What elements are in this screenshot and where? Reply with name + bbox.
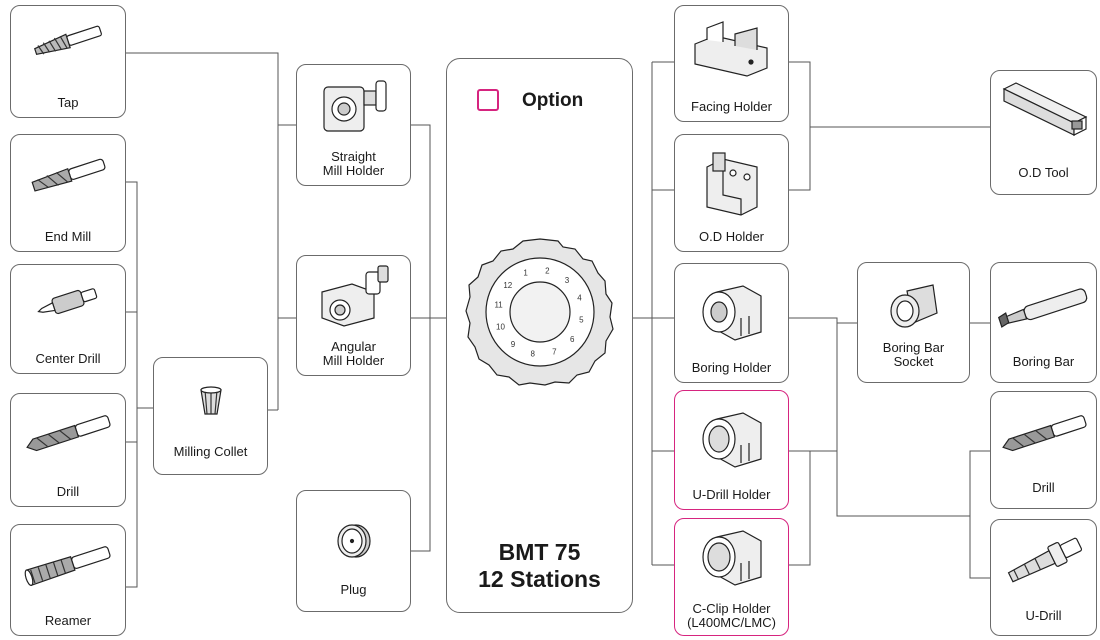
turret-station-number: 5 [579,315,584,324]
tool-u-drill-holder[interactable]: U-Drill Holder [674,390,789,510]
end-mill-icon [31,158,106,192]
tool-tap[interactable]: Tap [10,5,126,118]
reamer-icon [24,546,111,587]
tool-angular-mill-holder[interactable]: Angular Mill Holder [296,255,411,376]
tool-label: Boring Holder [691,360,772,375]
turret-station-number: 3 [565,276,570,285]
tool-label: O.D Tool [1018,165,1069,180]
u-drill-holder-icon [701,412,762,468]
tool-label: Drill [1032,480,1055,495]
tool-label: O.D Holder [698,229,765,244]
turret-station-number: 7 [552,348,557,357]
tool-od-tool[interactable]: O.D Tool [990,70,1097,195]
angular-mill-holder-icon [320,265,389,327]
tool-boring-holder[interactable]: Boring Holder [674,263,789,383]
tool-label: Facing Holder [691,99,772,114]
tool-end-mill[interactable]: End Mill [10,134,126,252]
turret-station-number: 6 [570,335,575,344]
collet-icon [199,386,222,415]
tool-straight-mill-holder[interactable]: Straight Mill Holder [296,64,411,186]
c-clip-holder-icon [701,530,762,586]
tool-label: C-Clip Holder (L400MC/LMC) [687,601,776,630]
turret-station-number: 12 [503,281,512,290]
tool-label: Straight Mill Holder [322,149,385,178]
tool-plug[interactable]: Plug [296,490,411,612]
tool-label: Drill [56,484,80,499]
od-tool-icon [1002,82,1087,136]
tool-label: Boring Bar Socket [882,340,945,369]
od-holder-icon [705,152,758,216]
option-legend-swatch [477,89,499,111]
turret-station-number: 8 [530,349,535,358]
tool-center-drill[interactable]: Center Drill [10,264,126,374]
tool-label: End Mill [44,229,92,244]
tool-drill-left[interactable]: Drill [10,393,126,507]
turret-stations: 12 Stations [478,566,601,592]
turret-station-number: 2 [545,267,550,276]
drill-icon [26,415,111,452]
turret-model: BMT 75 [498,539,581,565]
boring-bar-socket-icon [889,284,938,328]
tool-label: Boring Bar [1012,354,1075,369]
u-drill-icon [1007,537,1082,583]
tool-u-drill[interactable]: U-Drill [990,519,1097,636]
tool-od-holder[interactable]: O.D Holder [674,134,789,252]
drill-icon [1001,415,1087,452]
turret-title: BMT 75 12 Stations [447,539,632,593]
tool-label: Reamer [44,613,92,628]
tool-milling-collet[interactable]: Milling Collet [153,357,268,475]
turret-station-number: 1 [523,269,528,278]
tool-facing-holder[interactable]: Facing Holder [674,5,789,122]
turret-station-number: 4 [577,294,582,303]
boring-holder-icon [701,285,762,341]
tool-label: Tap [57,95,79,110]
turret-station-number: 11 [494,301,503,310]
turret-station-number: 9 [511,340,516,349]
tool-label: Center Drill [35,351,101,366]
tool-label: Angular Mill Holder [322,339,385,368]
plug-icon [336,524,371,558]
tool-boring-bar-socket[interactable]: Boring Bar Socket [857,262,970,383]
tap-icon [34,25,102,56]
tool-boring-bar[interactable]: Boring Bar [990,262,1097,383]
tool-drill-right[interactable]: Drill [990,391,1097,509]
option-legend-label: Option [522,90,584,111]
tool-label: Milling Collet [173,444,248,459]
tool-label: U-Drill [1025,608,1062,623]
facing-holder-icon [693,21,768,77]
center-drill-icon [37,288,98,315]
tool-reamer[interactable]: Reamer [10,524,126,636]
tool-label: Plug [340,582,367,597]
tool-c-clip-holder[interactable]: C-Clip Holder (L400MC/LMC) [674,518,789,636]
turret-station-number: 10 [496,322,505,331]
straight-mill-holder-icon [322,80,387,132]
tool-label: U-Drill Holder [692,487,771,502]
boring-bar-icon [997,288,1087,328]
